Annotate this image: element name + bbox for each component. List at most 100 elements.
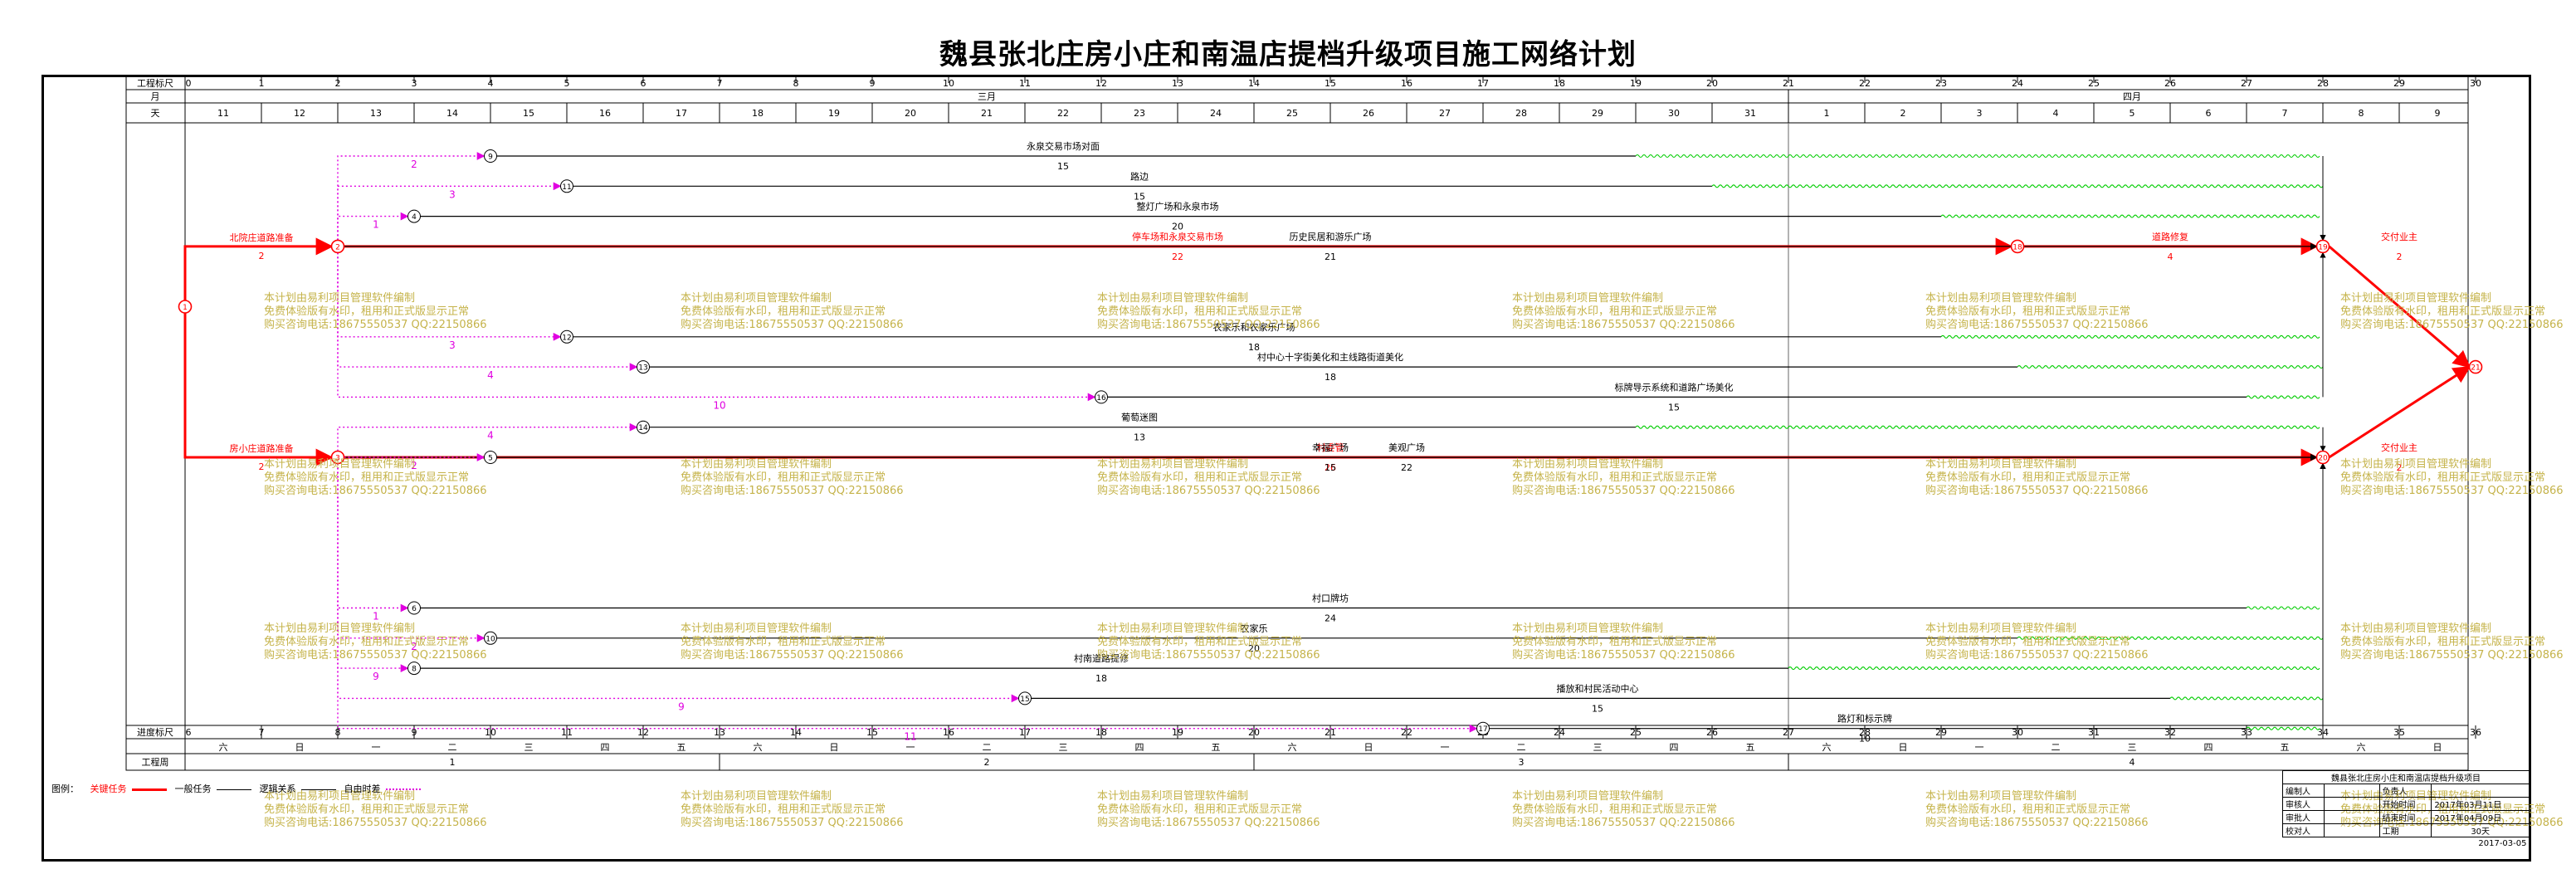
free-float-wave: [2017, 365, 2324, 369]
activity-name: 村南道路提修: [1074, 652, 1129, 664]
ruler-label: 14: [1248, 78, 1260, 89]
footer-ruler-label: 13: [714, 727, 725, 738]
ruler-label: 7: [717, 78, 723, 89]
day-label: 6: [2206, 108, 2212, 119]
tb-cell: 负责人: [2378, 784, 2432, 798]
weekday-label: 三: [1593, 742, 1603, 753]
header-row-label: 天: [151, 108, 160, 119]
legend-item: 一般任务: [175, 784, 251, 794]
node-label: 1: [183, 304, 188, 312]
weekday-label: 日: [1364, 742, 1373, 753]
activity-duration: 15: [1325, 462, 1336, 473]
legend-swatch-icon: [300, 788, 336, 790]
footer-ruler-label: 22: [1401, 727, 1412, 738]
tb-cell: [2431, 784, 2530, 798]
tb-cell: [2323, 797, 2380, 811]
week-label: 1: [450, 757, 456, 768]
activity-name: 村委管: [1317, 442, 1344, 453]
ruler-label: 3: [412, 78, 417, 89]
legend-text: 逻辑关系: [259, 784, 296, 794]
activity-name: 房小庄道路准备: [230, 442, 294, 454]
activity-duration: 2: [259, 251, 265, 261]
link-duration: 9: [678, 701, 685, 712]
node-label: 6: [412, 605, 417, 613]
ruler-label: 5: [564, 78, 570, 89]
free-float-wave: [1940, 214, 2320, 218]
footer-ruler-label: 14: [790, 727, 802, 738]
day-label: 3: [1977, 108, 1983, 119]
day-label: 29: [1592, 108, 1603, 119]
footer-ruler-label: 29: [1935, 727, 1947, 738]
link-duration: 9: [373, 671, 379, 682]
tb-cell: [2323, 823, 2380, 837]
day-label: 19: [828, 108, 840, 119]
weekday-label: 五: [1212, 742, 1221, 753]
activity-duration: 4: [2168, 251, 2174, 262]
activity-arrow: [2328, 365, 2471, 459]
activity-duration: 15: [1134, 191, 1145, 202]
footer-grid: [125, 725, 2469, 771]
footer-ruler-label: 24: [1554, 727, 1565, 738]
logic-link: [337, 463, 409, 613]
tb-cell: 审批人: [2282, 810, 2325, 824]
activity-duration: 2: [259, 461, 265, 472]
node-circle: [484, 631, 497, 645]
node-label: 10: [485, 635, 495, 643]
activity-duration: 2: [2397, 462, 2403, 473]
day-label: 23: [1134, 108, 1145, 119]
weekday-label: 四: [1670, 742, 1679, 753]
footer-ruler-label: 31: [2088, 727, 2100, 738]
ruler-label: 16: [1401, 78, 1412, 89]
tb-cell: 结束时间: [2378, 810, 2432, 824]
activity-name: 农家乐和农家乐广场: [1213, 321, 1295, 333]
footer-ruler-label: 12: [637, 727, 649, 738]
link-duration: 1: [373, 611, 379, 622]
legend-label: 图例：: [51, 784, 79, 794]
weekday-label: 一: [1441, 742, 1450, 753]
link-duration: 1: [373, 219, 379, 231]
ruler-label: 0: [186, 78, 192, 89]
logic-link: [337, 152, 485, 253]
footer-ruler-label: 20: [1248, 727, 1260, 738]
node-label: 15: [1020, 696, 1029, 704]
ruler-label: 2: [335, 78, 341, 89]
activity-name: 农家乐: [1241, 622, 1268, 634]
day-label: 1: [1824, 108, 1830, 119]
day-label: 22: [1057, 108, 1069, 119]
tb-cell: 编制人: [2282, 784, 2325, 798]
footer-ruler-label: 27: [1783, 727, 1794, 738]
ruler-label: 4: [488, 78, 494, 89]
footer-ruler-label: 32: [2164, 727, 2176, 738]
title-block-project: 魏县张北庄房小庄和南温店提档升级项目: [2282, 770, 2530, 784]
node-label: 8: [412, 666, 417, 674]
ruler-label: 23: [1935, 78, 1947, 89]
node-circle: [484, 149, 497, 163]
node-label: 3: [335, 455, 340, 463]
link-duration: 4: [487, 369, 494, 381]
footer-ruler-label: 9: [412, 727, 417, 738]
free-float-wave: [1635, 154, 2320, 159]
footer-ruler-label: 21: [1325, 727, 1336, 738]
day-label: 2: [1900, 108, 1906, 119]
weekday-label: 六: [2357, 742, 2366, 753]
activity-duration: 18: [1325, 372, 1336, 383]
ruler-label: 13: [1172, 78, 1183, 89]
tb-start-date: 2017年03月11日: [2431, 797, 2530, 811]
footer-ruler-label: 30: [2012, 727, 2023, 738]
link-duration: 10: [713, 399, 725, 411]
footer-ruler-label: 25: [1630, 727, 1642, 738]
footer-ruler-label: 16: [943, 727, 954, 738]
ruler-label: 20: [1706, 78, 1718, 89]
activity-duration: 18: [1248, 342, 1260, 353]
logic-link: [337, 463, 1478, 733]
footer-ruler-label: 36: [2470, 727, 2481, 738]
day-label: 15: [523, 108, 534, 119]
legend-swatch-icon: [385, 788, 421, 790]
ruler-label: 28: [2317, 78, 2329, 89]
node-circle: [1095, 390, 1108, 404]
activity-arrow: [183, 306, 334, 466]
link-duration: 4: [487, 430, 494, 442]
week-label: 2: [984, 757, 990, 768]
tb-cell: [2323, 784, 2380, 798]
node-label: 16: [1096, 394, 1106, 403]
